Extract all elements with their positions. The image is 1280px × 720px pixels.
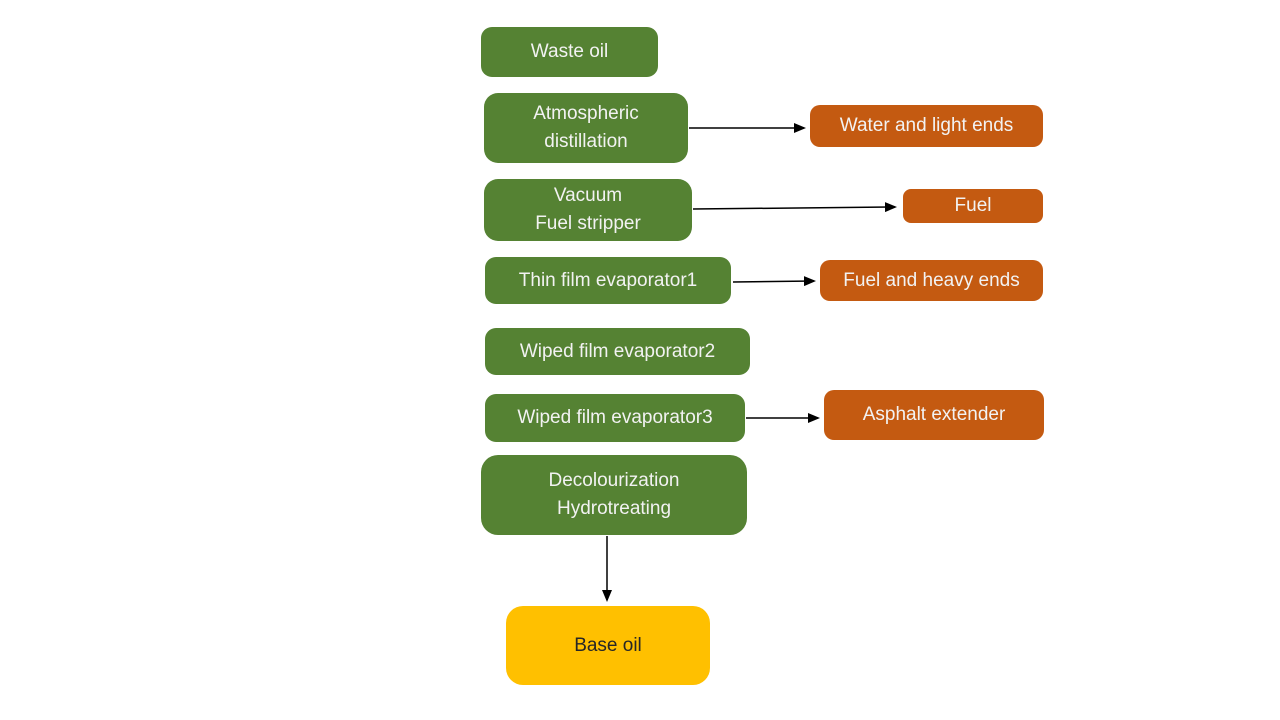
node-label: Thin film evaporator1 [518,269,698,291]
node-label: Wiped film evaporator2 [519,340,716,362]
node-thin-film-evaporator-1: Thin film evaporator1 [485,257,731,304]
node-label: Waste oil [530,41,609,62]
node-wiped-film-evaporator-2: Wiped film evaporator2 [485,328,750,375]
node-label: Base oil [574,634,642,656]
node-label: Asphalt extender [862,404,1006,425]
node-label: Atmospheric distillation [533,103,639,152]
node-fuel-and-heavy-ends: Fuel and heavy ends [820,260,1043,301]
node-base-oil: Base oil [506,606,710,685]
node-asphalt-extender: Asphalt extender [824,390,1044,440]
node-label: Fuel [954,195,992,216]
node-wiped-film-evaporator-3: Wiped film evaporator3 [485,394,745,442]
node-waste-oil: Waste oil [481,27,658,77]
node-water-and-light-ends: Water and light ends [810,105,1043,147]
node-vacuum-fuel-stripper: Vacuum Fuel stripper [484,179,692,241]
node-decolourization-hydrotreating: Decolourization Hydrotreating [481,455,747,535]
arrow-vacuum-fuel-stripper-to-fuel [692,202,897,213]
node-fuel: Fuel [903,189,1043,223]
node-label: Decolourization Hydrotreating [548,470,680,519]
node-label: Fuel and heavy ends [843,269,1020,291]
node-atmospheric-distillation: Atmospheric distillation [484,93,688,163]
arrow-thin-film-evaporator-1-to-fuel-and-heavy-ends [732,276,816,287]
node-label: Vacuum Fuel stripper [535,185,641,234]
node-label: Wiped film evaporator3 [517,407,713,428]
node-label: Water and light ends [839,115,1014,136]
